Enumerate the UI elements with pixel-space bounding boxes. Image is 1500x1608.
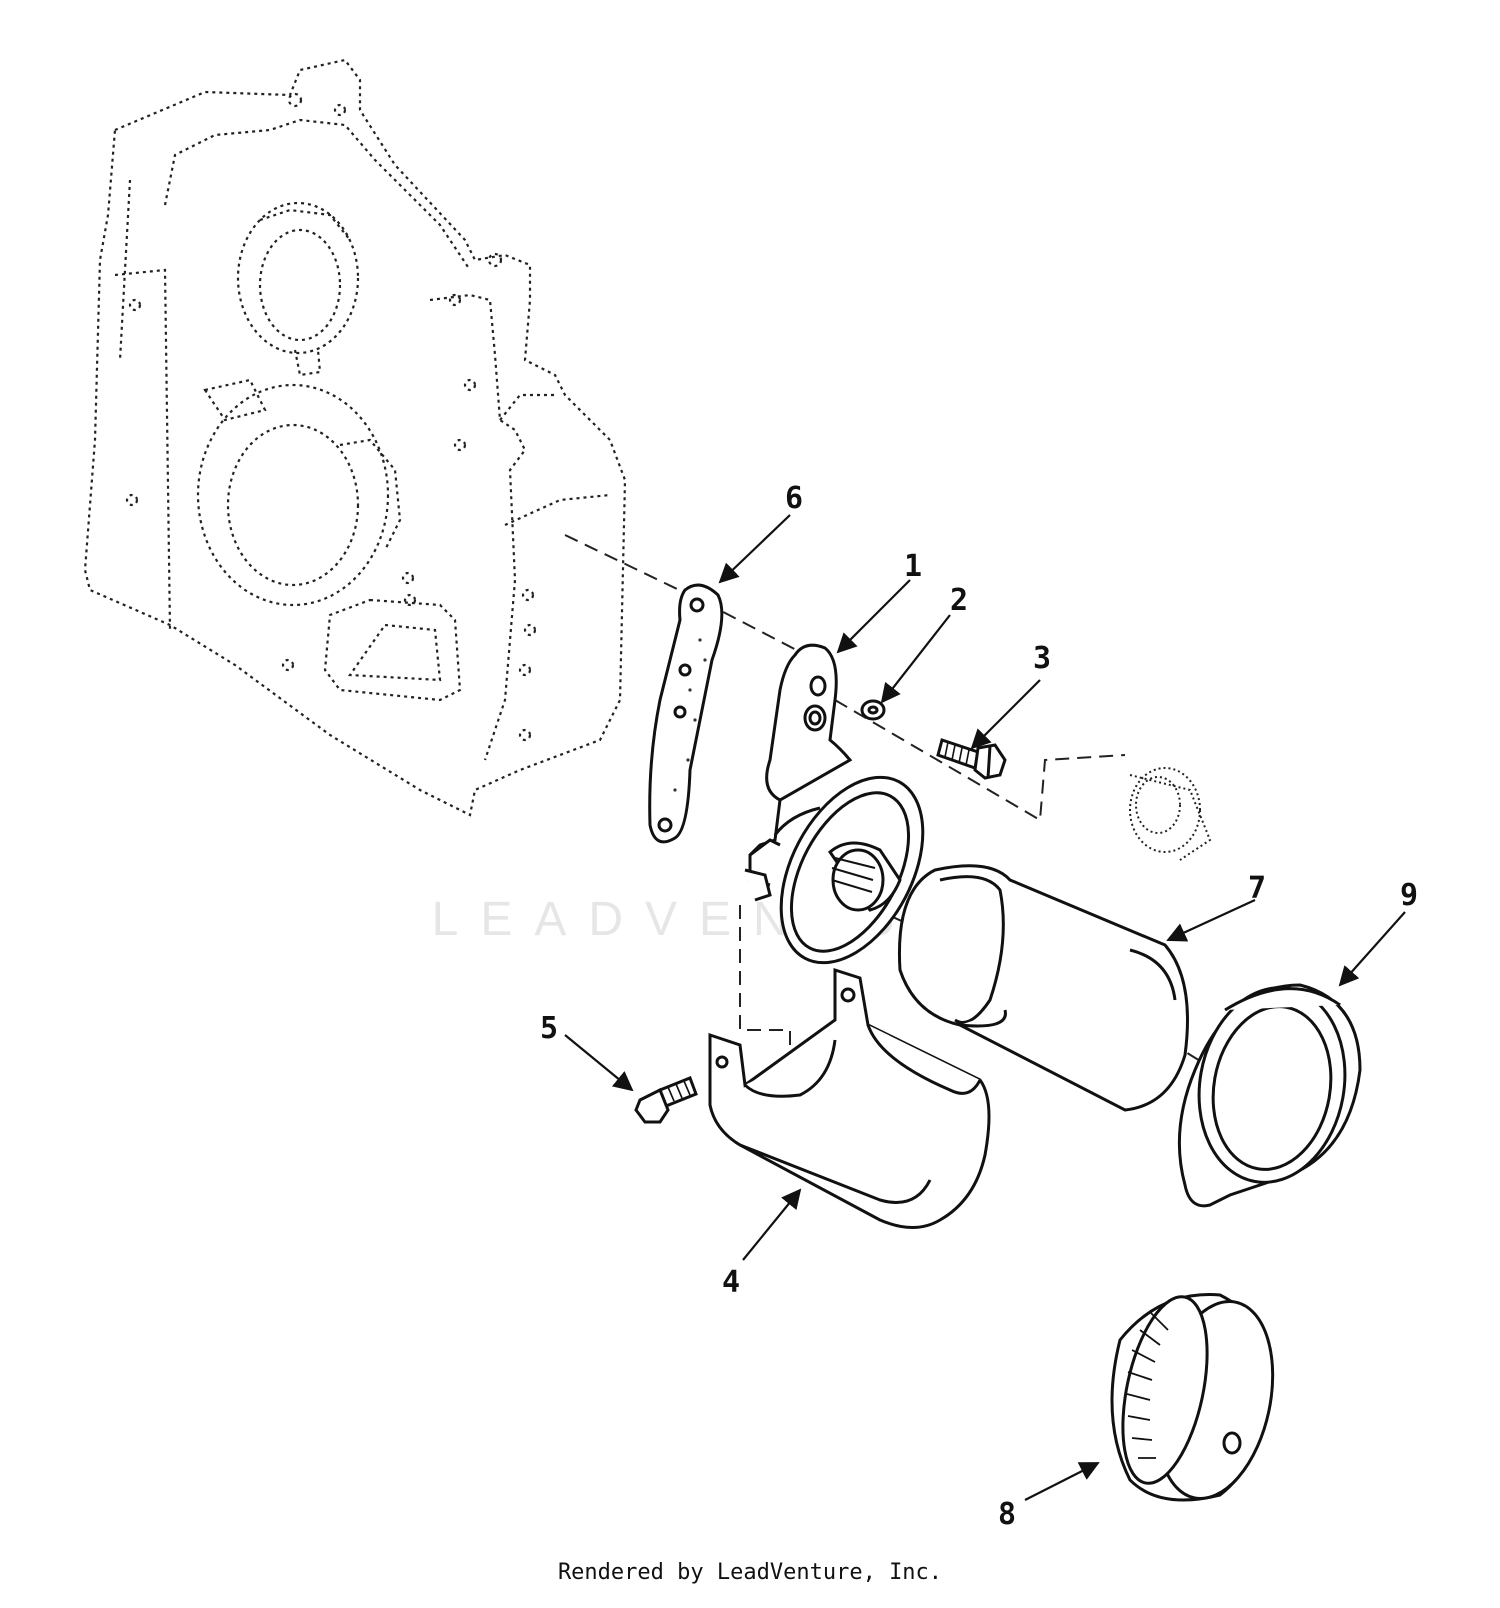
- callout-5: 5: [540, 1011, 558, 1046]
- engine-housing: [83, 58, 627, 817]
- callout-7: 7: [1248, 871, 1266, 906]
- callout-4: 4: [722, 1265, 740, 1300]
- filter-cap: [1110, 1293, 1275, 1502]
- callout-1: 1: [904, 549, 922, 584]
- filter-head: [744, 643, 925, 965]
- gasket-ring: [1177, 983, 1362, 1208]
- callout-9: 9: [1400, 878, 1418, 913]
- callout-3: 3: [1033, 641, 1051, 676]
- callout-2: 2: [950, 583, 968, 618]
- bracket-plate: [648, 583, 724, 844]
- leader-lines: [564, 514, 1406, 1501]
- callout-8: 8: [998, 1497, 1016, 1532]
- mounting-bolt: [634, 1076, 698, 1124]
- filter-cartridge: [897, 864, 1189, 1112]
- hex-bolt: [936, 738, 1007, 780]
- fitting-ghost: [1129, 767, 1212, 861]
- callout-6: 6: [785, 481, 803, 516]
- saddle-bracket: [708, 967, 991, 1229]
- washer: [860, 699, 886, 721]
- footer-credit: Rendered by LeadVenture, Inc.: [557, 1560, 943, 1585]
